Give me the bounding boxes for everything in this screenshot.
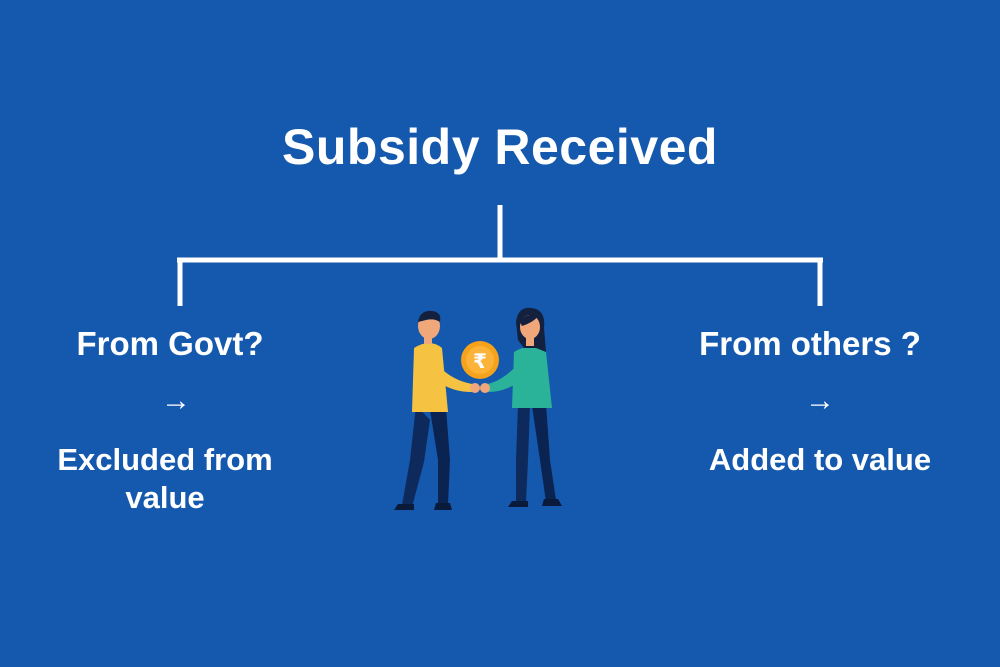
left-arrow-icon: → [161, 384, 191, 417]
left-branch-result: Excluded from value [57, 442, 273, 515]
right-branch-result: Added to value [708, 442, 932, 477]
left-branch-question: From Govt? [76, 325, 264, 362]
right-branch-question: From others ? [699, 325, 921, 362]
diagram-title: Subsidy Received [282, 119, 718, 175]
right-arrow-icon: → [805, 384, 835, 417]
man-figure [394, 310, 480, 510]
subsidy-exchange-illustration: ₹ [394, 307, 562, 510]
woman-figure [480, 307, 562, 507]
rupee-coin-icon: ₹ [461, 341, 499, 379]
coin-symbol: ₹ [473, 349, 487, 373]
